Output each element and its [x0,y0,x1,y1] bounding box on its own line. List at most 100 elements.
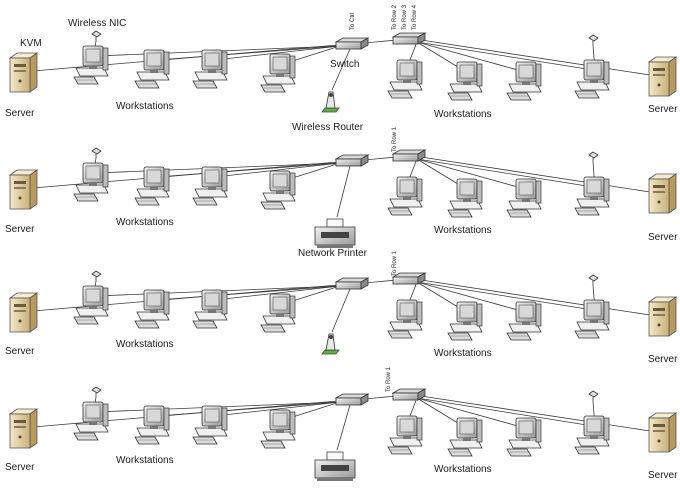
workstation-row3-right-3 [507,302,541,340]
server-label-row1-right: Server [648,105,677,115]
server-row2-right [649,174,676,213]
server-label-row4-left: Server [5,463,34,473]
workstation-row2-left-3 [193,167,227,205]
workstation-row3-right-2 [448,302,482,340]
workstation-row1-left-4 [261,54,295,92]
kvm-label: KVM [20,39,42,49]
workstation-row3-left-2 [135,290,169,328]
server-row1-right [649,57,676,96]
server-label-row2-right: Server [648,233,677,243]
workstation-row2-right-2 [448,179,482,217]
wireless-nic-row2-right [589,152,598,162]
workstation-row1-left-3 [193,50,227,88]
wireless-nic-row3-left [92,271,101,281]
workstation-row1-right-4 [575,60,609,98]
network-printer-label: Network Printer [298,249,367,259]
workstation-row2-right-1 [388,177,422,215]
workstations-label-row4-right: Workstations [434,465,492,475]
uplink-label-row1-right-c: To Row 4 [412,5,418,30]
workstation-row4-right-4 [575,416,609,454]
switch-row1-left [336,38,368,49]
workstations-label-row2-left: Workstations [116,218,174,228]
server-row2-left [10,170,37,209]
uplink-label-row3-right: To Row 1 [392,251,398,276]
wireless-nic-row4-right [589,391,598,401]
uplink-label-row1-right-a: To Row 2 [392,5,398,30]
wireless-nic-row3-right [589,275,598,285]
uplink-label-row1-right-b: To Row 3 [402,5,408,30]
workstations-label-row2-right: Workstations [434,226,492,236]
workstation-row3-left-1 [74,286,108,324]
workstations-label-row1-left: Workstations [116,102,174,112]
workstation-row1-right-2 [448,62,482,100]
switch-row3-left [336,278,368,289]
workstation-row4-right-1 [388,416,422,454]
wireless-nic-row1-left [92,31,101,41]
server-label-row2-left: Server [5,225,34,235]
workstation-row1-left-2 [135,50,169,88]
cable [364,280,397,283]
workstation-row2-left-2 [135,167,169,205]
workstation-row2-left-4 [261,171,295,209]
cable [337,166,350,217]
wireless-nic-row4-left [92,387,101,397]
cable [417,282,593,310]
workstations-label-row3-left: Workstations [116,340,174,350]
network-printer-row2 [315,219,355,248]
cable [157,286,340,300]
workstation-row4-left-1 [74,402,108,440]
workstation-row4-left-2 [135,406,169,444]
server-label-row4-right: Server [648,471,677,481]
wireless-router-row3 [322,334,339,354]
workstation-row2-right-4 [575,177,609,215]
workstation-row3-left-3 [193,290,227,328]
cable [417,159,593,187]
workstation-row4-left-3 [193,406,227,444]
switch-row4-left [336,394,368,405]
switch-label: Switch [330,60,359,70]
cable [157,163,340,177]
wireless-nic-row1-right [589,35,598,45]
workstation-row3-right-1 [388,300,422,338]
workstation-row2-left-1 [74,163,108,201]
cable [364,157,397,160]
workstation-row1-right-1 [388,60,422,98]
uplink-label-row4-right: To Row 1 [386,367,392,392]
cable [417,42,593,70]
server-row3-right [649,297,676,336]
network-printer-row4 [315,452,355,481]
wireless-router-label: Wireless Router [292,123,363,133]
server-label-row3-right: Server [648,355,677,365]
wireless-nic-row2-left [92,148,101,158]
cable [417,398,593,426]
cable [157,46,340,60]
workstation-row4-right-3 [507,418,541,456]
workstation-row4-left-4 [261,410,295,448]
server-label-row1-left: Server [5,109,34,119]
switch-row4-right [393,389,425,400]
uplink-label-row2-right: To Row 1 [392,127,398,152]
server-row3-left [10,293,37,332]
workstations-label-row1-right: Workstations [434,110,492,120]
server-row4-left [10,409,37,448]
workstation-row4-right-2 [448,418,482,456]
cable [364,40,397,43]
workstation-row1-left-1 [74,46,108,84]
server-row1-left [10,53,37,92]
wireless-router-row1 [322,92,339,112]
switch-row1-right [393,33,425,44]
workstation-row2-right-3 [507,179,541,217]
workstation-row3-left-4 [261,294,295,332]
workstation-row1-right-3 [507,62,541,100]
workstations-label-row4-left: Workstations [116,456,174,466]
switch-row2-left [336,155,368,166]
server-label-row3-left: Server [5,347,34,357]
workstation-row3-right-4 [575,300,609,338]
uplink-label-row1-left: To Ctrl [350,13,356,30]
cable [364,396,397,399]
workstations-label-row3-right: Workstations [434,349,492,359]
server-row4-right [649,413,676,452]
cable [332,289,350,332]
wireless-nic-label: Wireless NIC [68,19,126,29]
